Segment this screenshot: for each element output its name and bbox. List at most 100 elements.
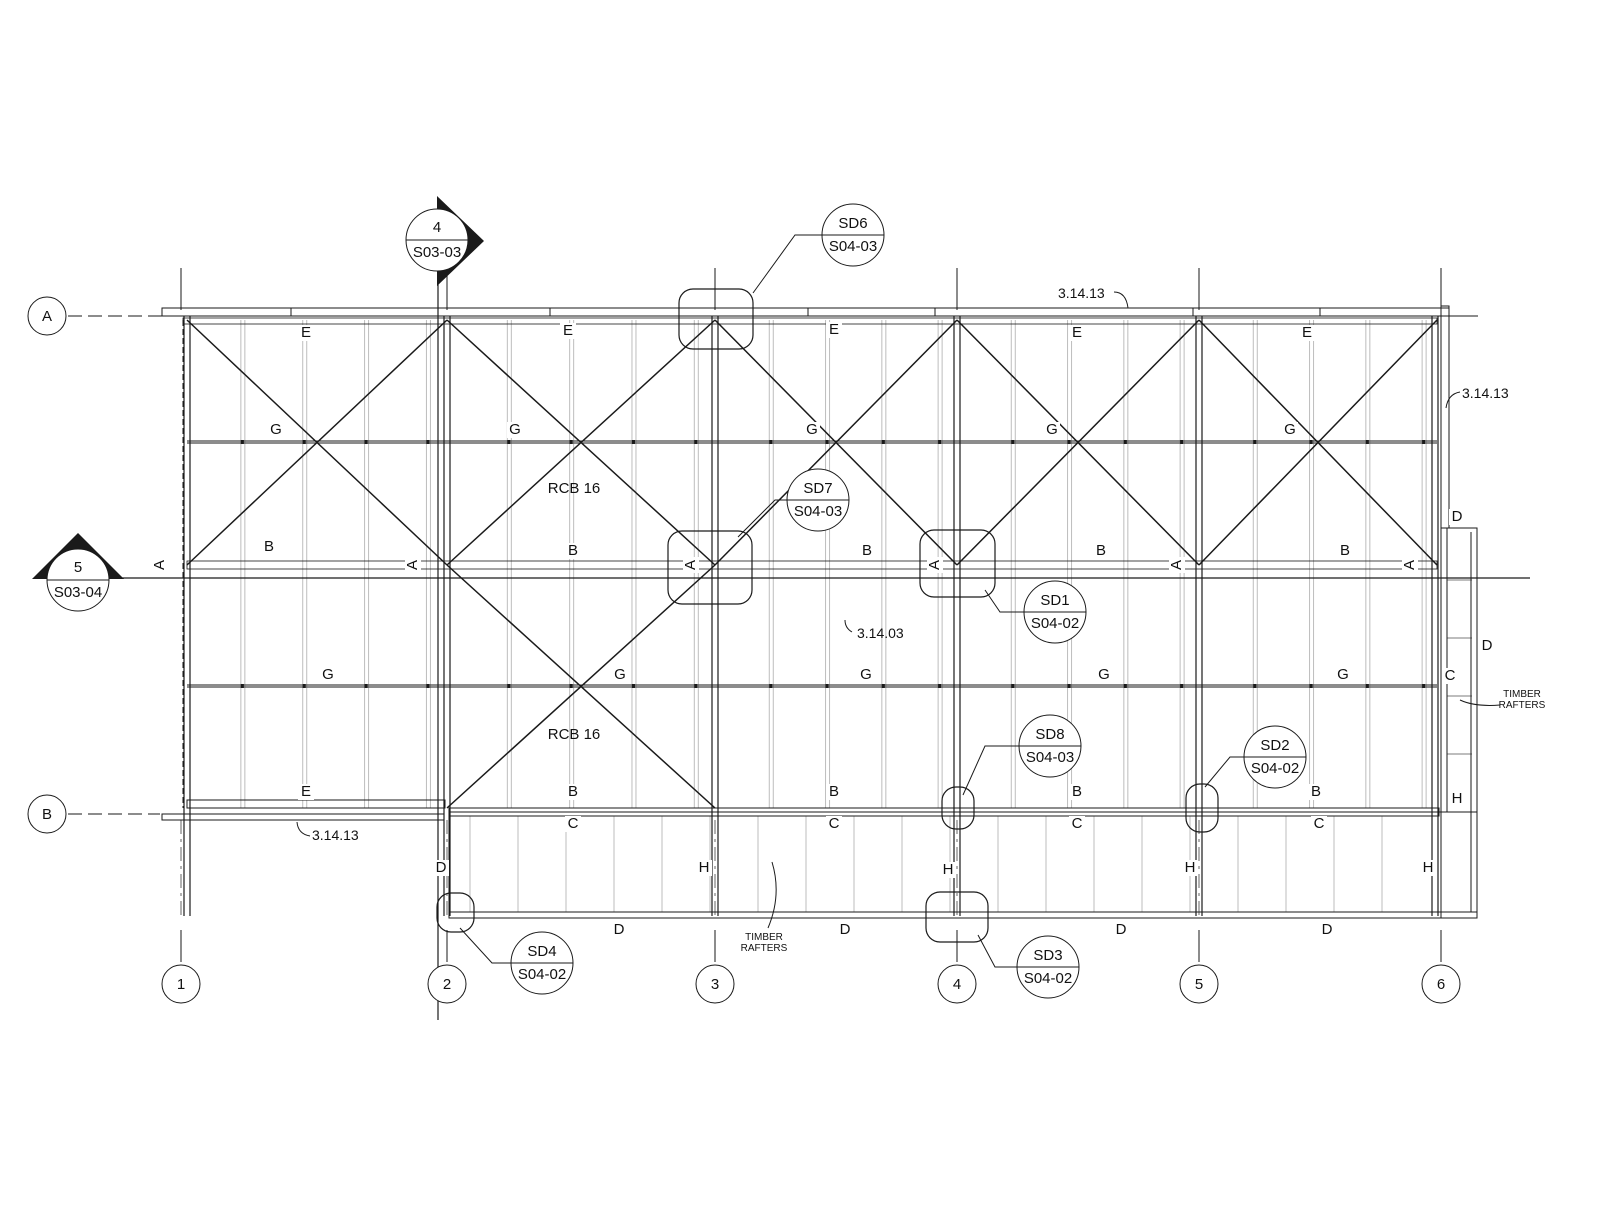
grid-bubble-A bbox=[27, 296, 67, 336]
member-label: E bbox=[301, 783, 311, 800]
section-number: 5 bbox=[74, 559, 82, 576]
member-label: G bbox=[614, 666, 626, 683]
label-mask bbox=[565, 816, 581, 832]
member-label: B bbox=[1311, 783, 1321, 800]
label-mask bbox=[405, 557, 421, 573]
label-mask bbox=[1044, 422, 1060, 438]
detail-boundary bbox=[678, 288, 754, 350]
beam-g-connection bbox=[825, 684, 829, 688]
beam-g-connection bbox=[569, 684, 573, 688]
beam-g-connection bbox=[507, 440, 511, 444]
note-reference: 3.14.13 bbox=[1462, 385, 1509, 401]
timber-rafters-label: RAFTERS bbox=[1499, 700, 1546, 711]
callout-leader bbox=[737, 499, 788, 538]
label-mask bbox=[298, 784, 314, 800]
beam-g-connection bbox=[1067, 440, 1071, 444]
label-mask bbox=[1449, 791, 1465, 807]
detail-id: SD8 bbox=[1035, 726, 1064, 743]
top-edge-beam bbox=[161, 307, 1450, 317]
member-label: B bbox=[829, 783, 839, 800]
beam-g-connection bbox=[364, 440, 368, 444]
beam-g-connection bbox=[569, 440, 573, 444]
label-mask bbox=[1069, 784, 1085, 800]
member-label: G bbox=[509, 421, 521, 438]
member-label: B bbox=[568, 783, 578, 800]
beam-g-connection bbox=[881, 440, 885, 444]
label-mask bbox=[1337, 543, 1353, 559]
beam-g-connection bbox=[302, 684, 306, 688]
note-reference: 3.14.03 bbox=[857, 625, 904, 641]
label-mask bbox=[1449, 509, 1465, 525]
label-mask bbox=[859, 543, 875, 559]
member-label: D bbox=[1116, 921, 1127, 938]
beam-g-connection bbox=[1253, 440, 1257, 444]
label-mask bbox=[837, 922, 853, 938]
member-label: D bbox=[1482, 637, 1493, 654]
detail-boundary bbox=[925, 891, 989, 943]
member-label: B bbox=[1072, 783, 1082, 800]
label-mask bbox=[1442, 668, 1458, 684]
member-label: G bbox=[860, 666, 872, 683]
detail-id: SD7 bbox=[803, 480, 832, 497]
section-sheet: S03-04 bbox=[54, 584, 102, 601]
timber-rafters-label: RAFTERS bbox=[741, 943, 788, 954]
member-label: G bbox=[1046, 421, 1058, 438]
grid-bubble-3 bbox=[695, 964, 735, 1004]
detail-sheet: S04-02 bbox=[518, 966, 566, 983]
beam-g-connection bbox=[1011, 440, 1015, 444]
member-label: G bbox=[1098, 666, 1110, 683]
member-label: H bbox=[699, 859, 710, 876]
member-label: B bbox=[862, 542, 872, 559]
beam-g-connection bbox=[1180, 684, 1184, 688]
detail-boundary bbox=[667, 530, 753, 605]
member-label: D bbox=[614, 921, 625, 938]
label-mask bbox=[1402, 557, 1418, 573]
cross-brace bbox=[1198, 319, 1438, 566]
detail-id: SD3 bbox=[1033, 947, 1062, 964]
detail-id: SD2 bbox=[1260, 737, 1289, 754]
label-mask bbox=[1319, 922, 1335, 938]
label-mask bbox=[152, 557, 168, 573]
beam-g-connection bbox=[694, 684, 698, 688]
right-edge-beam bbox=[1440, 305, 1450, 529]
detail-sheet: S04-03 bbox=[829, 238, 877, 255]
beam-g-connection bbox=[938, 440, 942, 444]
timber-rafters-label: TIMBER bbox=[1503, 689, 1541, 700]
member-label: G bbox=[270, 421, 282, 438]
label-mask bbox=[826, 784, 842, 800]
member-label: RCB 16 bbox=[548, 480, 601, 497]
callout-leader bbox=[1204, 756, 1245, 788]
member-label: B bbox=[1340, 542, 1350, 559]
member-label: H bbox=[1185, 859, 1196, 876]
beam-g-connection bbox=[1422, 684, 1426, 688]
member-label: C bbox=[1072, 815, 1083, 832]
member-label: RCB 16 bbox=[548, 726, 601, 743]
member-label-a: A bbox=[404, 560, 421, 570]
label-mask bbox=[507, 422, 523, 438]
label-mask bbox=[261, 539, 277, 555]
member-label: C bbox=[1445, 667, 1456, 684]
member-label: H bbox=[943, 861, 954, 878]
label-mask bbox=[433, 860, 449, 876]
timber-rafters-leader bbox=[1459, 699, 1501, 706]
timber-rafters-leader bbox=[767, 861, 777, 929]
member-label: E bbox=[301, 324, 311, 341]
label-mask bbox=[940, 862, 956, 878]
beam-g-connection bbox=[1067, 684, 1071, 688]
beam-g-connection bbox=[938, 684, 942, 688]
note-leader bbox=[296, 821, 311, 837]
right-extension bbox=[1440, 527, 1478, 919]
label-mask bbox=[1299, 325, 1315, 341]
member-label: G bbox=[1284, 421, 1296, 438]
label-mask bbox=[1169, 557, 1185, 573]
grid-column-label: 4 bbox=[953, 976, 961, 993]
member-label: D bbox=[436, 859, 447, 876]
beam-g-connection bbox=[240, 684, 244, 688]
grid-row-label: A bbox=[42, 308, 52, 325]
label-mask bbox=[858, 667, 874, 683]
member-label: B bbox=[568, 542, 578, 559]
label-mask bbox=[826, 322, 842, 338]
grid-column-label: 5 bbox=[1195, 976, 1203, 993]
